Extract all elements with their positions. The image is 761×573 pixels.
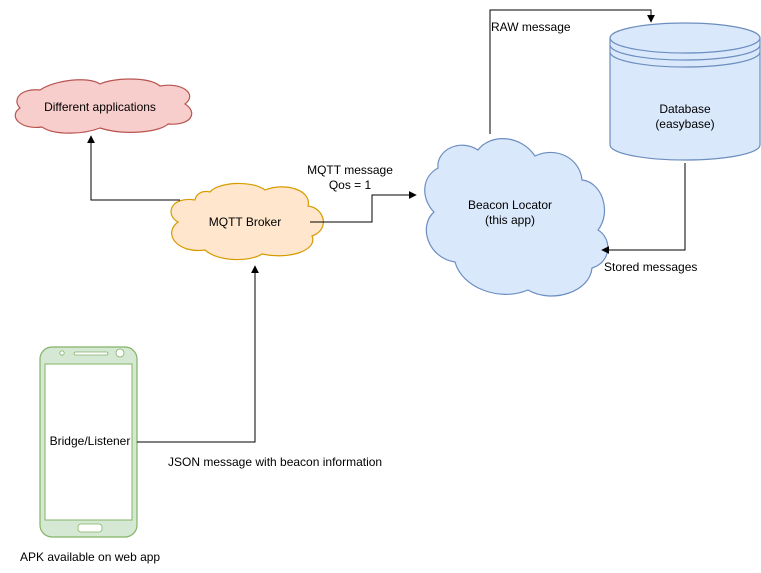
beacon-locator-label-line1: Beacon Locator [468,198,552,212]
phone-speaker [73,351,109,356]
phone-screen [44,363,133,521]
beacon-locator-cloud: Beacon Locator (this app) [424,138,609,297]
mqtt-message-label-line2: Qos = 1 [329,178,372,192]
database-cylinder: Database (easybase) [609,22,761,161]
mqtt-broker-label: MQTT Broker [209,215,281,229]
bridge-listener-phone: Bridge/Listener [39,346,138,538]
phone-sensor [115,348,125,358]
phone-camera [59,350,65,356]
mqtt-message-label-line1: MQTT message [307,163,393,177]
different-applications-label: Different applications [44,100,156,114]
beacon-locator-label-line2: (this app) [485,213,535,227]
different-applications-cloud: Different applications [14,78,193,134]
database-label-line2: (easybase) [655,117,714,131]
json-message-label: JSON message with beacon information [168,455,382,469]
edge-broker-to-applications [87,135,180,201]
phone-home-button [77,523,103,533]
raw-message-label: RAW message [491,20,571,34]
stored-messages-label: Stored messages [604,260,697,274]
database-label-line1: Database [659,102,711,116]
edge-beacon-to-database [489,9,655,134]
edge-broker-to-beacon [310,191,417,223]
apk-note: APK available on web app [20,550,160,564]
edge-database-to-beacon [601,163,686,254]
edge-phone-to-broker [137,265,259,443]
bridge-listener-label: Bridge/Listener [50,434,131,448]
mqtt-broker-cloud: MQTT Broker [170,182,324,261]
